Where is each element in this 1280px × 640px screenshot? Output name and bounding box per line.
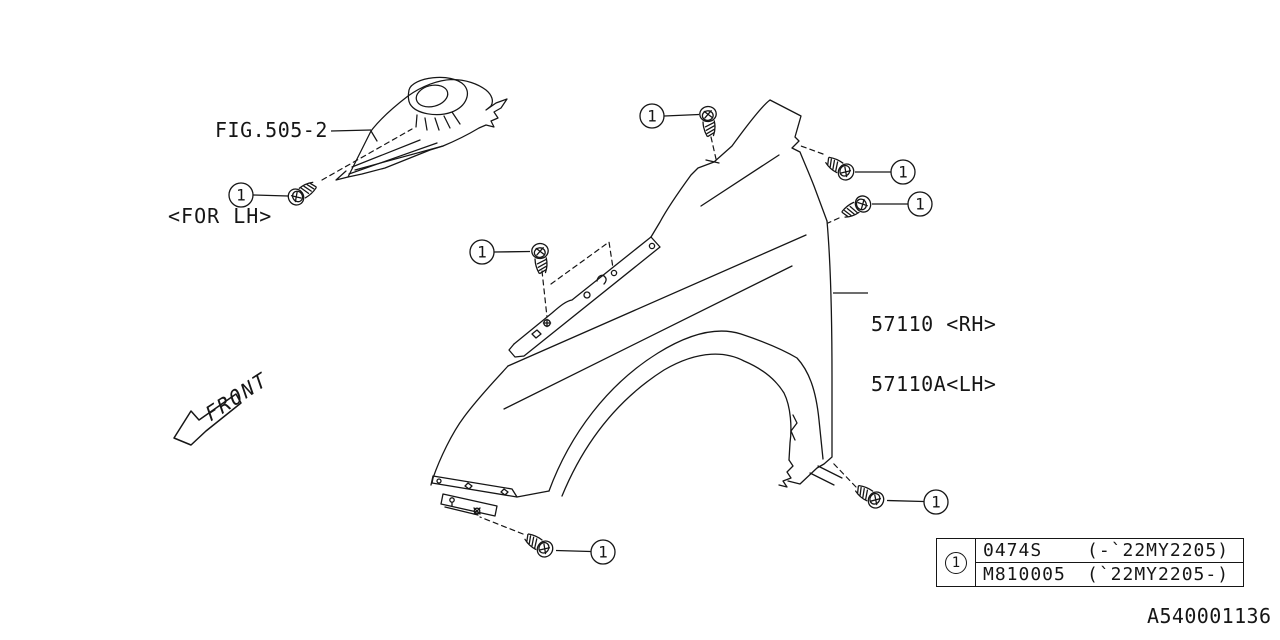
callout-number: 1 [898, 163, 908, 182]
callout-1: 1 [555, 539, 616, 565]
callout-number: 1 [236, 186, 246, 205]
legend-callout-cell: 1 [937, 539, 976, 586]
label-leader-lines [330, 129, 868, 294]
callout-number: 1 [931, 493, 941, 512]
screw-icon [284, 177, 320, 209]
screw-icon [698, 105, 720, 138]
callout-1: 1 [872, 191, 933, 217]
callout-1: 1 [886, 489, 949, 515]
fender-panel-part [430, 99, 843, 517]
callout-number: 1 [915, 195, 925, 214]
callout-1: 1 [228, 182, 289, 208]
part-number-rh: 57110 <RH> [871, 312, 997, 336]
screw-icon [852, 480, 888, 512]
callout-number: 1 [647, 107, 657, 126]
legend-part-no: M810005 [983, 563, 1066, 585]
callout-1: 1 [469, 239, 531, 265]
callout-circles: 1 1 1 1 1 [228, 103, 949, 565]
front-direction-arrow [173, 393, 242, 446]
tapping-screws [284, 105, 888, 561]
fig-reference-label: FIG.505-2 [215, 118, 328, 142]
for-lh-note: <FOR LH> [168, 204, 273, 228]
callout-1: 1 [639, 103, 700, 129]
part-number-labels: 57110 <RH> 57110A<LH> [871, 274, 996, 434]
screw-icon [822, 152, 858, 184]
legend-rows: 0474S (-`22MY2205) M810005 (`22MY2205-) [976, 539, 1243, 586]
wheel-arch-liner-part [335, 76, 508, 181]
part-number-lh: 57110A<LH> [871, 372, 997, 396]
legend-applicability: (`22MY2205-) [1087, 563, 1230, 585]
callout-number: 1 [598, 543, 608, 562]
callout-number-badge: 1 [945, 551, 967, 574]
callout-number: 1 [477, 243, 487, 262]
legend-part-no: 0474S [976, 539, 1080, 563]
screw-icon [521, 529, 557, 561]
callout-1: 1 [855, 159, 916, 185]
screw-icon [838, 192, 875, 223]
legend-applicability: (-`22MY2205) [1080, 539, 1243, 563]
diagram-code: A540001136 [1147, 604, 1272, 628]
screw-icon [530, 242, 552, 275]
dashed-leader-lines [321, 128, 857, 535]
applicability-table: 1 0474S (-`22MY2205) M810005 (`22MY2205-… [936, 538, 1244, 587]
